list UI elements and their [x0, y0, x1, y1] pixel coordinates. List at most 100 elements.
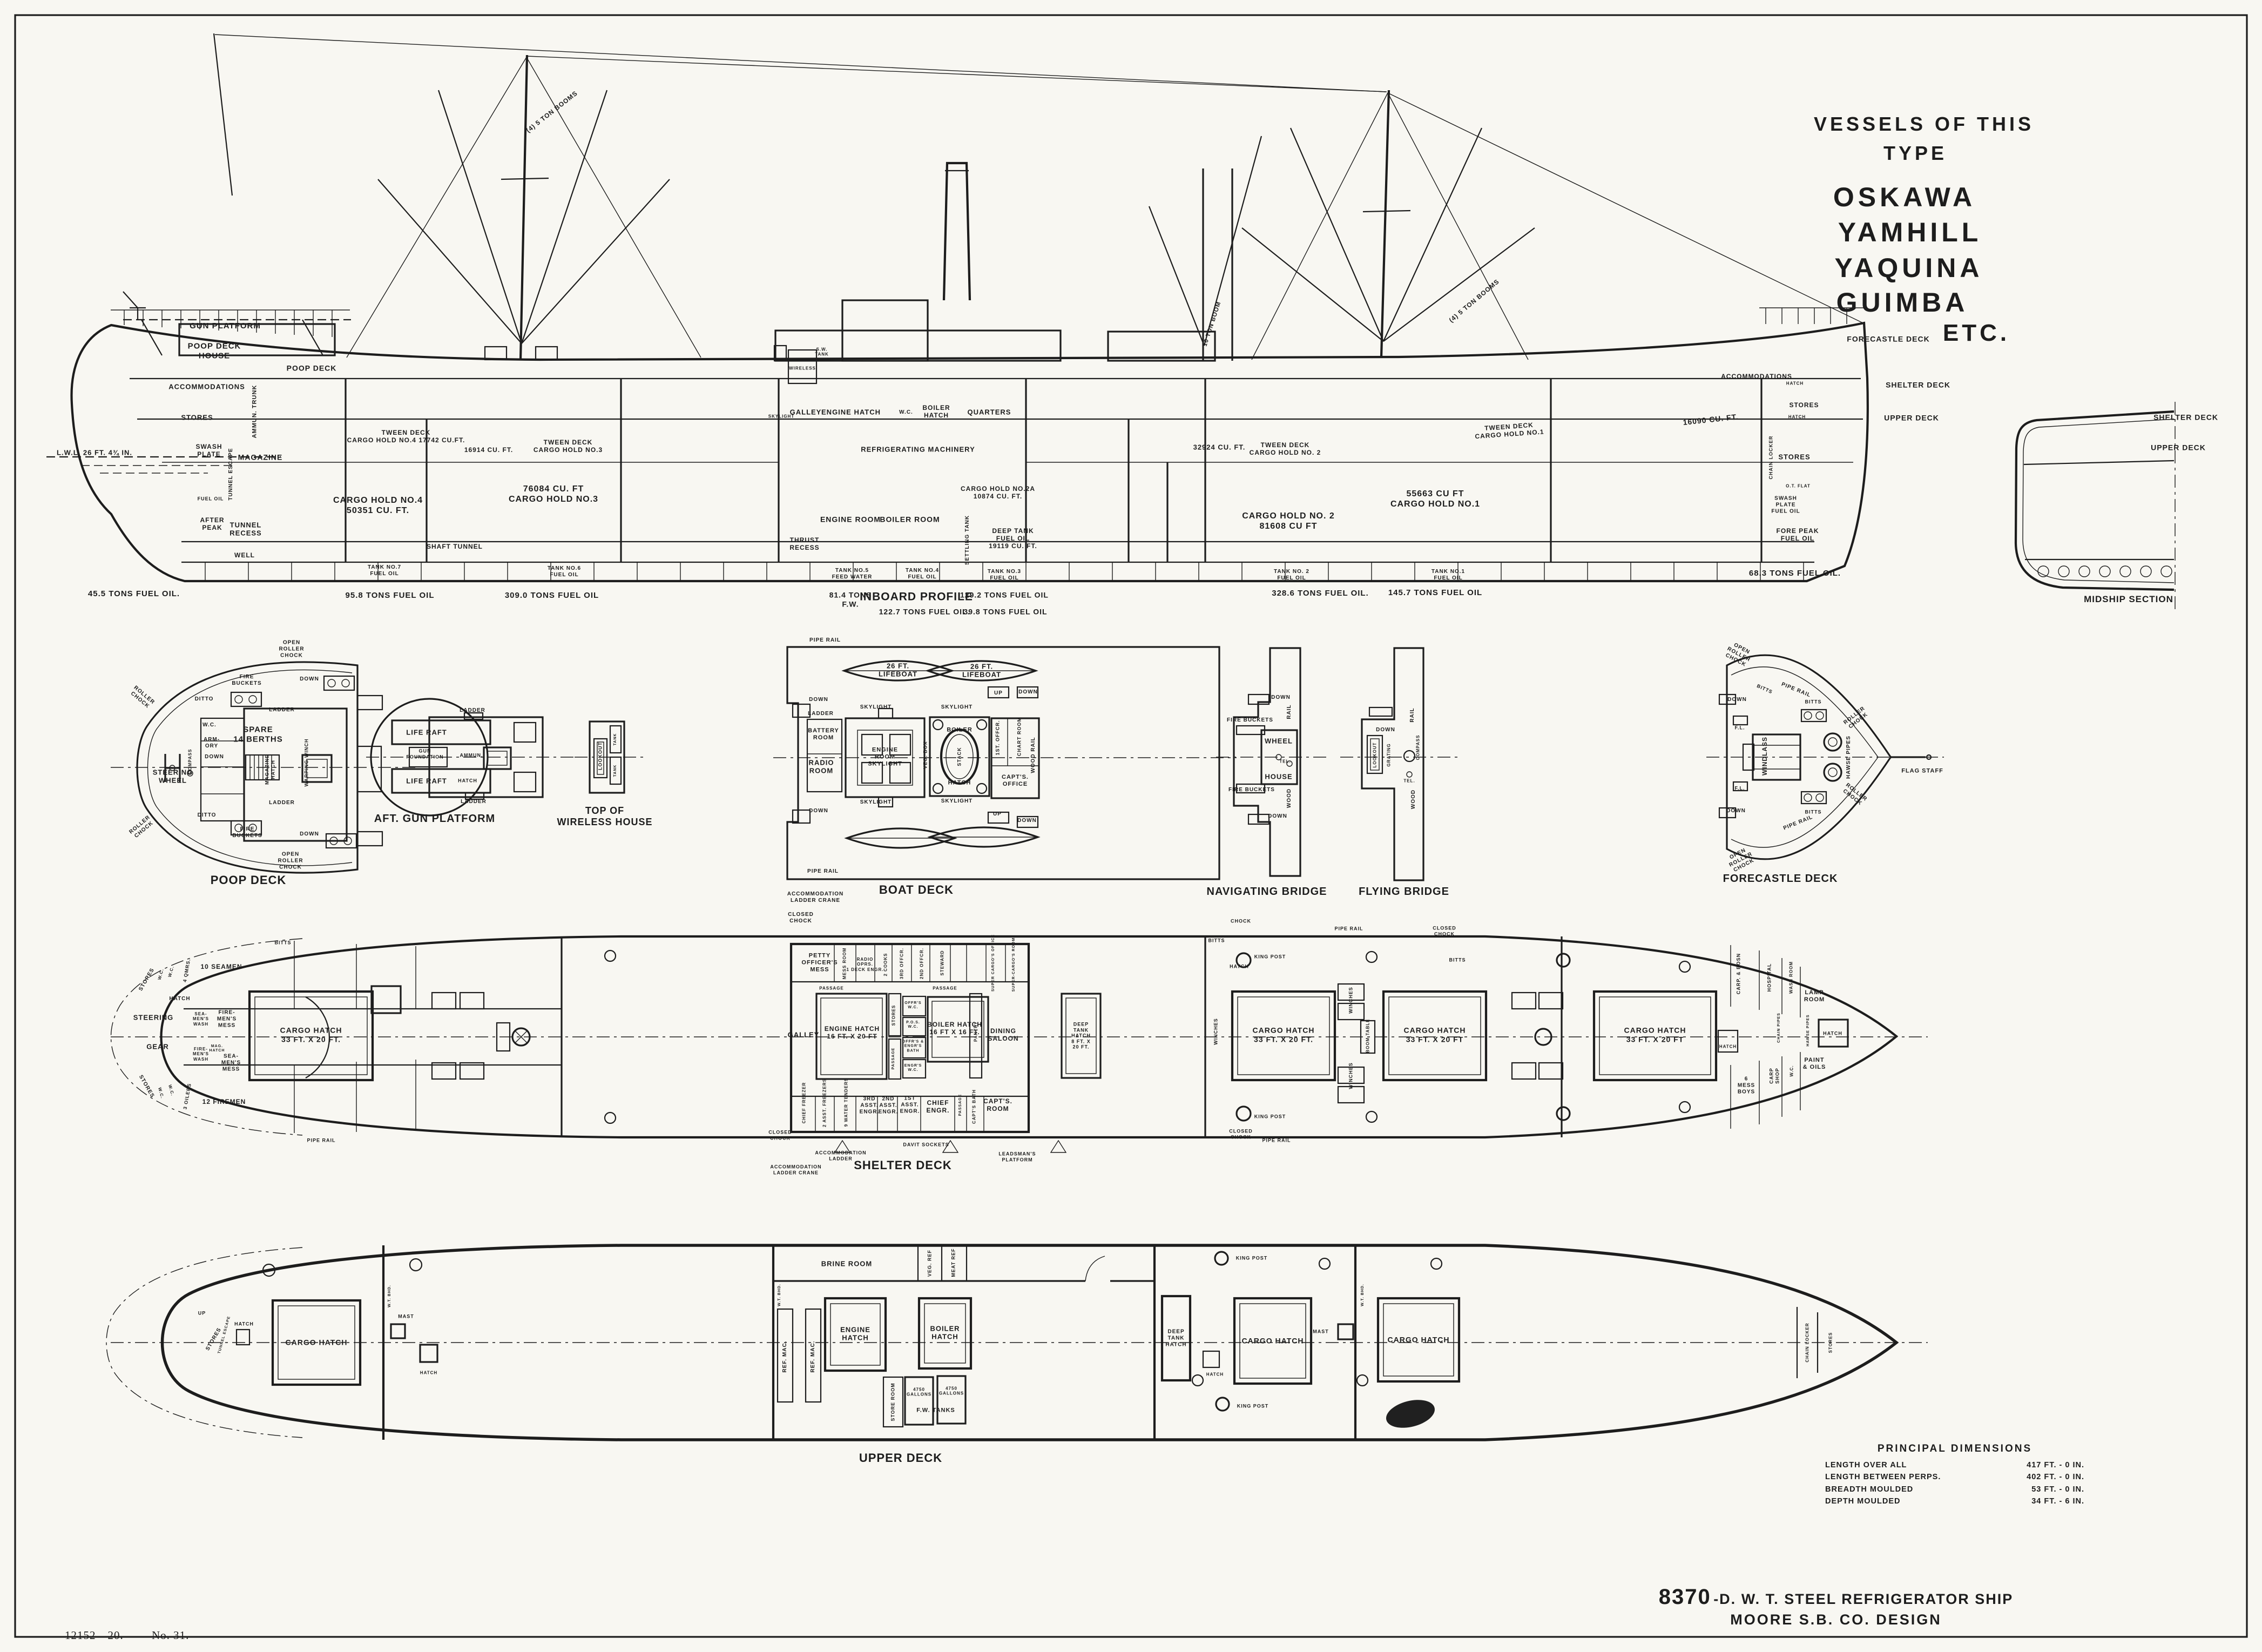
- dimension-value: 417 FT. - 0 IN.: [2027, 1461, 2084, 1469]
- midship-section-drawing: [2014, 402, 2176, 613]
- plan-label: BITTS: [1208, 938, 1225, 943]
- plan-label: POOP DECK HOUSE: [187, 341, 241, 360]
- vessel-type-heading-line1: VESSELS OF THIS: [1813, 113, 2035, 135]
- vessel-type-heading-line2: TYPE: [1883, 142, 1948, 164]
- border-frame: [14, 14, 2248, 1638]
- plan-label: 309.0 TONS FUEL OIL: [504, 591, 599, 601]
- plan-label: SHELTER DECK: [2153, 413, 2218, 422]
- upper-deck-title: UPPER DECK: [859, 1451, 943, 1465]
- plan-label: PETTY OFFICER'S MESS: [801, 952, 838, 973]
- plan-label: TANK NO.7 FUEL OIL: [367, 564, 402, 577]
- plan-label: LAMP ROOM: [1804, 989, 1825, 1003]
- plan-label: RAIL: [1286, 704, 1293, 719]
- plan-label: HATCH: [948, 779, 971, 786]
- plan-label: HATCH: [458, 778, 477, 784]
- title-credit-block: 8370 -D. W. T. STEEL REFRIGERATOR SHIP M…: [1659, 1585, 2013, 1628]
- plan-label: PIPE RAIL: [1334, 926, 1363, 932]
- plan-label: STORES: [891, 1004, 896, 1026]
- plan-label: COMPASS: [187, 749, 193, 774]
- plan-label: CHAIN LOCKER: [1768, 435, 1774, 480]
- plan-label: BITTS: [1805, 809, 1822, 815]
- plan-label: UP: [993, 811, 1002, 818]
- plan-label: (4) 5 TON BOOMS: [1447, 278, 1501, 324]
- plan-label: BOILER: [947, 726, 973, 733]
- plan-label: STACK: [956, 747, 962, 766]
- plan-label: SKYLIGHT: [941, 704, 973, 711]
- plan-label: LADDER: [461, 799, 487, 805]
- plan-label: CHOCK: [1231, 918, 1251, 924]
- plan-label: (4) 5 TON BOOMS: [524, 89, 579, 134]
- plan-label: CLOSED CHOCK: [1433, 925, 1456, 936]
- vessel-name-yaquina: YAQUINA: [1834, 253, 1983, 283]
- plan-label: SETTLING TANK: [964, 515, 971, 565]
- plan-label: 39.8 TONS FUEL OIL: [963, 607, 1048, 616]
- vessel-etc: ETC.: [1942, 320, 2010, 346]
- plan-label: ROLLER CHOCK: [1842, 705, 1869, 730]
- plan-label: SHELTER DECK: [1886, 380, 1950, 389]
- plan-label: PASSAGE: [958, 1094, 962, 1116]
- plan-label: STEERING: [133, 1013, 174, 1022]
- upper-deck-plan: [106, 1244, 1928, 1441]
- plan-label: REF. MAC.: [782, 1340, 788, 1373]
- plan-label: 6 MESS BOYS: [1737, 1076, 1755, 1095]
- plan-label: DOWN: [1268, 813, 1287, 820]
- flying-bridge-plan: [1340, 647, 1458, 881]
- plan-label: AMMUN.: [460, 752, 483, 758]
- plan-label: 3 OILERS: [182, 1082, 192, 1110]
- shelter-deck-plan: [110, 935, 1928, 1153]
- plan-label: FLAG STAFF: [1901, 767, 1943, 774]
- plan-label: BOILER HATCH: [930, 1324, 960, 1341]
- plan-label: 129.2 TONS FUEL OIL: [960, 590, 1049, 599]
- poop-deck-plan: [111, 661, 416, 874]
- plan-label: KING POST: [1254, 954, 1286, 960]
- plan-label: SUPER CARGO'S OFFICE: [991, 934, 995, 992]
- plan-label: STEERING WHEEL: [152, 768, 193, 785]
- plan-label: CAPT'S BATH: [971, 1089, 977, 1124]
- plan-label: TANK NO.1 FUEL OIL: [1431, 569, 1466, 581]
- plan-label: F.L.: [1734, 725, 1745, 731]
- plan-label: STORE ROOM: [890, 1383, 896, 1421]
- plan-label: 76084 CU. FT CARGO HOLD NO.3: [508, 484, 599, 504]
- plan-label: SKYLIGHT: [860, 704, 892, 711]
- plan-label: CAPT'S. OFFICE: [1002, 774, 1029, 787]
- plan-label: 3RD OFFCR.: [899, 948, 904, 979]
- plan-label: DOWN: [1727, 697, 1747, 703]
- ship-type-credit: -D. W. T. STEEL REFRIGERATOR SHIP: [1713, 1591, 2014, 1607]
- plan-label: TUNNEL ESCAPE: [228, 448, 234, 501]
- plan-label: TEL.: [1279, 759, 1291, 764]
- plan-label: OPEN ROLLER CHOCK: [278, 851, 303, 870]
- plan-label: 95.8 TONS FUEL OIL: [345, 591, 435, 601]
- plan-label: PIPE RAIL: [809, 637, 841, 644]
- principal-dimensions-block: PRINCIPAL DIMENSIONS LENGTH OVER ALL 417…: [1825, 1443, 2084, 1508]
- dimension-label: LENGTH OVER ALL: [1825, 1461, 1907, 1469]
- wireless-house-title: TOP OF WIRELESS HOUSE: [557, 805, 653, 827]
- plan-label: DOWN: [809, 808, 828, 814]
- plan-label: 1ST. OFFCR.: [995, 720, 1001, 756]
- plan-label: GUN FOUNDATION: [406, 748, 444, 759]
- navigating-bridge-title: NAVIGATING BRIDGE: [1206, 886, 1327, 898]
- plan-label: WHEEL: [1265, 737, 1293, 745]
- plan-label: BITTS: [1755, 683, 1774, 695]
- plan-label: STORES: [138, 967, 156, 992]
- plan-label: 26 FT. LIFEBOAT: [962, 662, 1002, 679]
- plan-label: HAWSE PIPES: [1806, 1014, 1810, 1047]
- plan-label: 68.3 TONS FUEL OIL.: [1748, 569, 1841, 578]
- plan-label: 3RD ASST. ENGR.: [859, 1096, 880, 1115]
- plan-label: 81.4 TONS F.W.: [829, 590, 872, 608]
- plan-label: LIFE RAFT: [406, 777, 447, 785]
- forecastle-deck-title: FORECASTLE DECK: [1723, 873, 1838, 885]
- plate-number: No. 31.: [152, 1629, 190, 1642]
- plan-label: SHAFT TUNNEL: [427, 542, 483, 550]
- plan-label: SEA- MEN'S MESS: [221, 1053, 241, 1072]
- plan-label: WIRELESS: [789, 366, 816, 371]
- plan-label: 2 ASST. FREEZERS: [822, 1078, 827, 1127]
- plan-label: TANK: [613, 733, 617, 746]
- plan-label: SWASH PLATE FUEL OIL: [1771, 495, 1800, 514]
- plan-label: ACCOMMODATION LADDER CRANE: [770, 1164, 822, 1175]
- plan-label: CARGO HOLD NO.2A 10874 CU. FT.: [960, 484, 1036, 500]
- dimension-row: LENGTH BETWEEN PERPS. 402 FT. - 0 IN.: [1825, 1471, 2084, 1483]
- plan-label: QUARTERS: [967, 408, 1011, 416]
- plan-label: P.O.S. W.C.: [906, 1020, 920, 1029]
- plan-label: DOWN: [205, 754, 224, 760]
